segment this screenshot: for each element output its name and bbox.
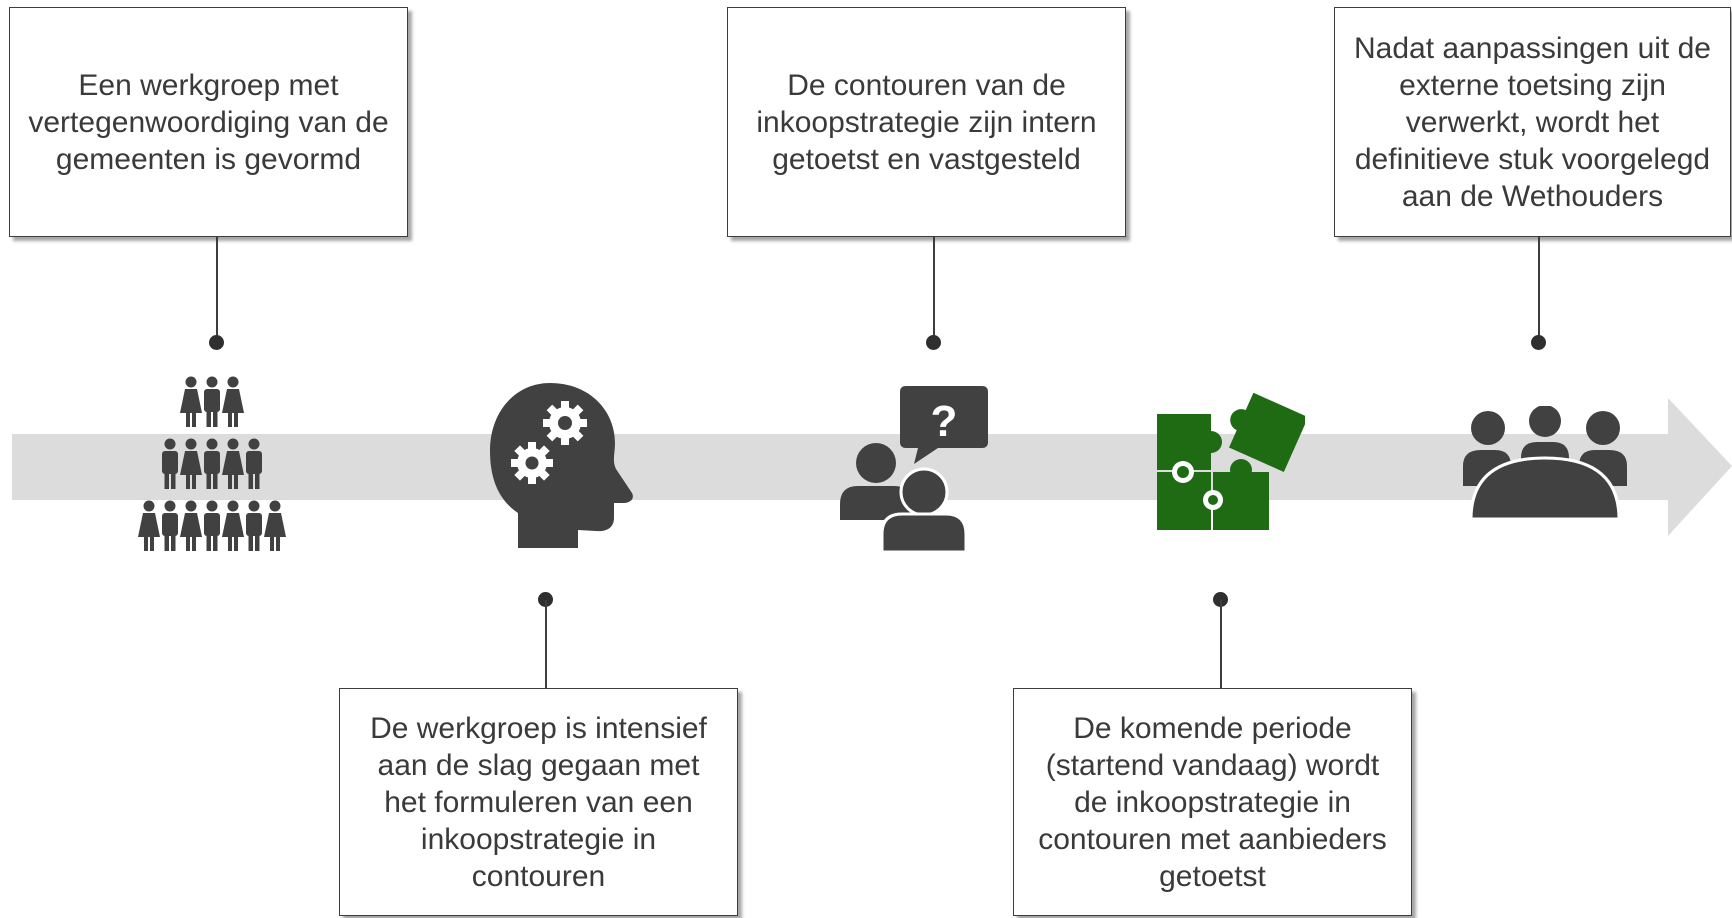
milestone-3-connector xyxy=(933,237,935,341)
svg-text:?: ? xyxy=(931,397,958,446)
milestone-2-box: De werkgroep is intensief aan de slag ge… xyxy=(339,688,738,916)
milestone-5-box: Nadat aanpassingen uit de externe toetsi… xyxy=(1334,7,1731,237)
milestone-3-box: De contouren van de inkoopstrategie zijn… xyxy=(727,7,1126,237)
milestone-1-connector xyxy=(216,237,218,341)
meeting-table-icon xyxy=(1463,406,1627,521)
milestone-3-dot xyxy=(926,335,941,350)
milestone-4-connector xyxy=(1220,600,1222,688)
milestone-3-text: De contouren van de inkoopstrategie zijn… xyxy=(756,68,1097,176)
milestone-1-box: Een werkgroep met vertegenwoordiging van… xyxy=(9,7,408,237)
milestone-1-text: Een werkgroep met vertegenwoordiging van… xyxy=(28,68,389,176)
milestone-2-connector xyxy=(545,600,547,688)
question-discussion-icon: ? xyxy=(840,386,988,552)
milestone-5-text: Nadat aanpassingen uit de externe toetsi… xyxy=(1354,31,1711,213)
head-gears-icon xyxy=(490,383,633,548)
milestone-1-dot xyxy=(209,335,224,350)
milestone-4-text: De komende periode (startend vandaag) wo… xyxy=(1038,711,1387,893)
milestone-2-text: De werkgroep is intensief aan de slag ge… xyxy=(370,711,707,893)
milestone-2-dot xyxy=(538,592,553,607)
milestone-5-dot xyxy=(1531,335,1546,350)
milestone-4-box: De komende periode (startend vandaag) wo… xyxy=(1013,688,1412,916)
milestone-4-dot xyxy=(1213,592,1228,607)
people-pyramid-icon xyxy=(138,376,286,551)
puzzle-icon xyxy=(1157,392,1305,530)
milestone-5-connector xyxy=(1538,237,1540,341)
